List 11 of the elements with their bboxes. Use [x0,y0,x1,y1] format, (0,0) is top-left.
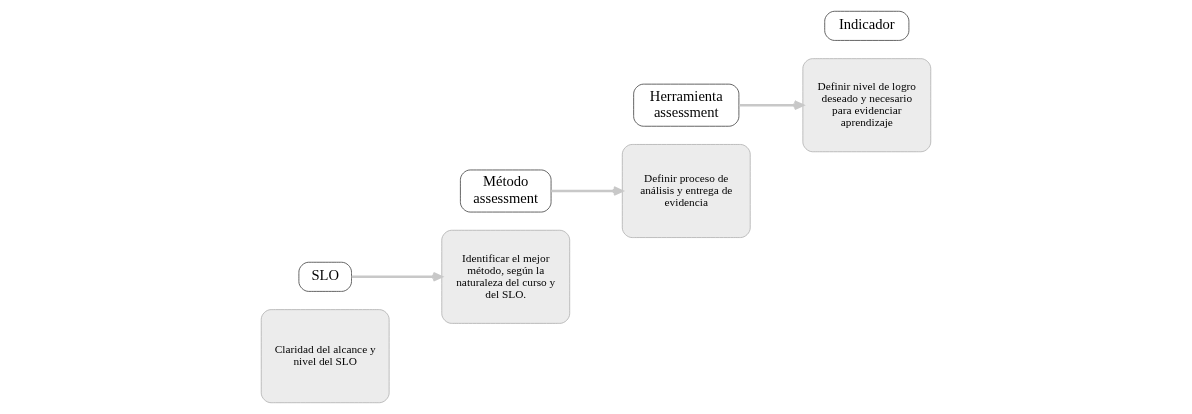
node-box: SLO [298,261,352,292]
node-box: Definir proceso de análisis y entrega de evidencia [621,144,751,238]
arrow [351,271,443,282]
node-box: Identificar el mejor método, según la naturaleza del curso y del SLO. [441,229,571,324]
node-box: Indicador [824,10,910,41]
node-box: Definir nivel de logro deseado y necesario para evidenciar aprendizaje [802,58,932,153]
node-box: Método assessment [460,169,552,213]
arrow [551,186,624,196]
node-box: Herramienta assessment [633,83,740,127]
arrow [739,100,804,111]
node-box: Claridad del alcance y nivel del SLO [260,309,390,404]
